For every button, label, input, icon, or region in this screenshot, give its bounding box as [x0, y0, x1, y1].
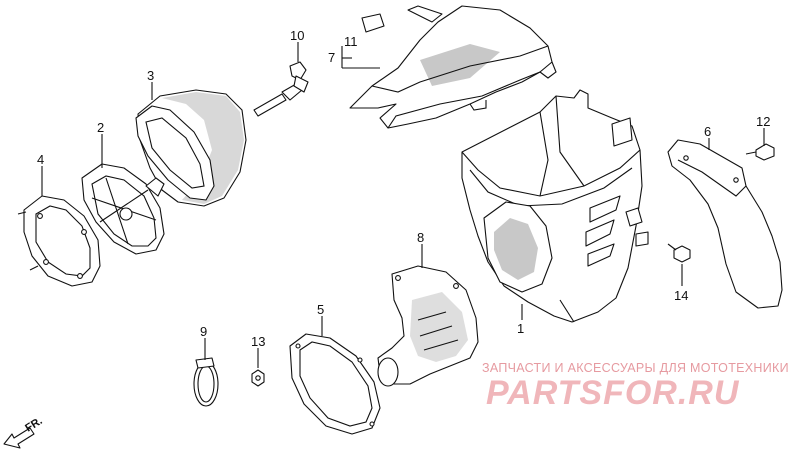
- callout-9: 9: [200, 324, 207, 339]
- front-direction-indicator: FR.: [3, 415, 45, 449]
- gasket: [289, 333, 381, 435]
- hose-clamp: [193, 357, 219, 407]
- air-duct-cover: [349, 5, 557, 129]
- callout-4: 4: [37, 152, 44, 167]
- watermark-logo: PARTSFOR.RU: [486, 374, 740, 412]
- callout-2: 2: [97, 120, 104, 135]
- watermark-tagline: ЗАПЧАСТИ И АКСЕССУАРЫ ДЛЯ МОТОТЕХНИКИ: [482, 361, 789, 375]
- callout-7: 7: [328, 50, 335, 65]
- bolt-14: [667, 243, 691, 263]
- intake-boot: [377, 265, 479, 387]
- callout-6: 6: [704, 124, 711, 139]
- callout-11: 11: [344, 34, 358, 49]
- callout-8: 8: [417, 230, 424, 245]
- bolt-12: [745, 143, 775, 161]
- leader-lines: [41, 42, 765, 368]
- callout-5: 5: [317, 302, 324, 317]
- wing-bolt: [253, 61, 309, 117]
- nut-13: [251, 369, 265, 387]
- callout-3: 3: [147, 68, 154, 83]
- filter-holder: [81, 163, 165, 255]
- filter-element: [135, 89, 247, 207]
- front-arrow-icon: [3, 427, 35, 449]
- gasket-plate: [17, 195, 101, 287]
- side-plate: [667, 139, 783, 309]
- callout-13: 13: [251, 334, 265, 349]
- callout-1: 1: [517, 321, 524, 336]
- air-cleaner-case: [461, 89, 649, 323]
- callout-10: 10: [290, 28, 304, 43]
- callout-14: 14: [674, 288, 688, 303]
- callout-12: 12: [756, 114, 770, 129]
